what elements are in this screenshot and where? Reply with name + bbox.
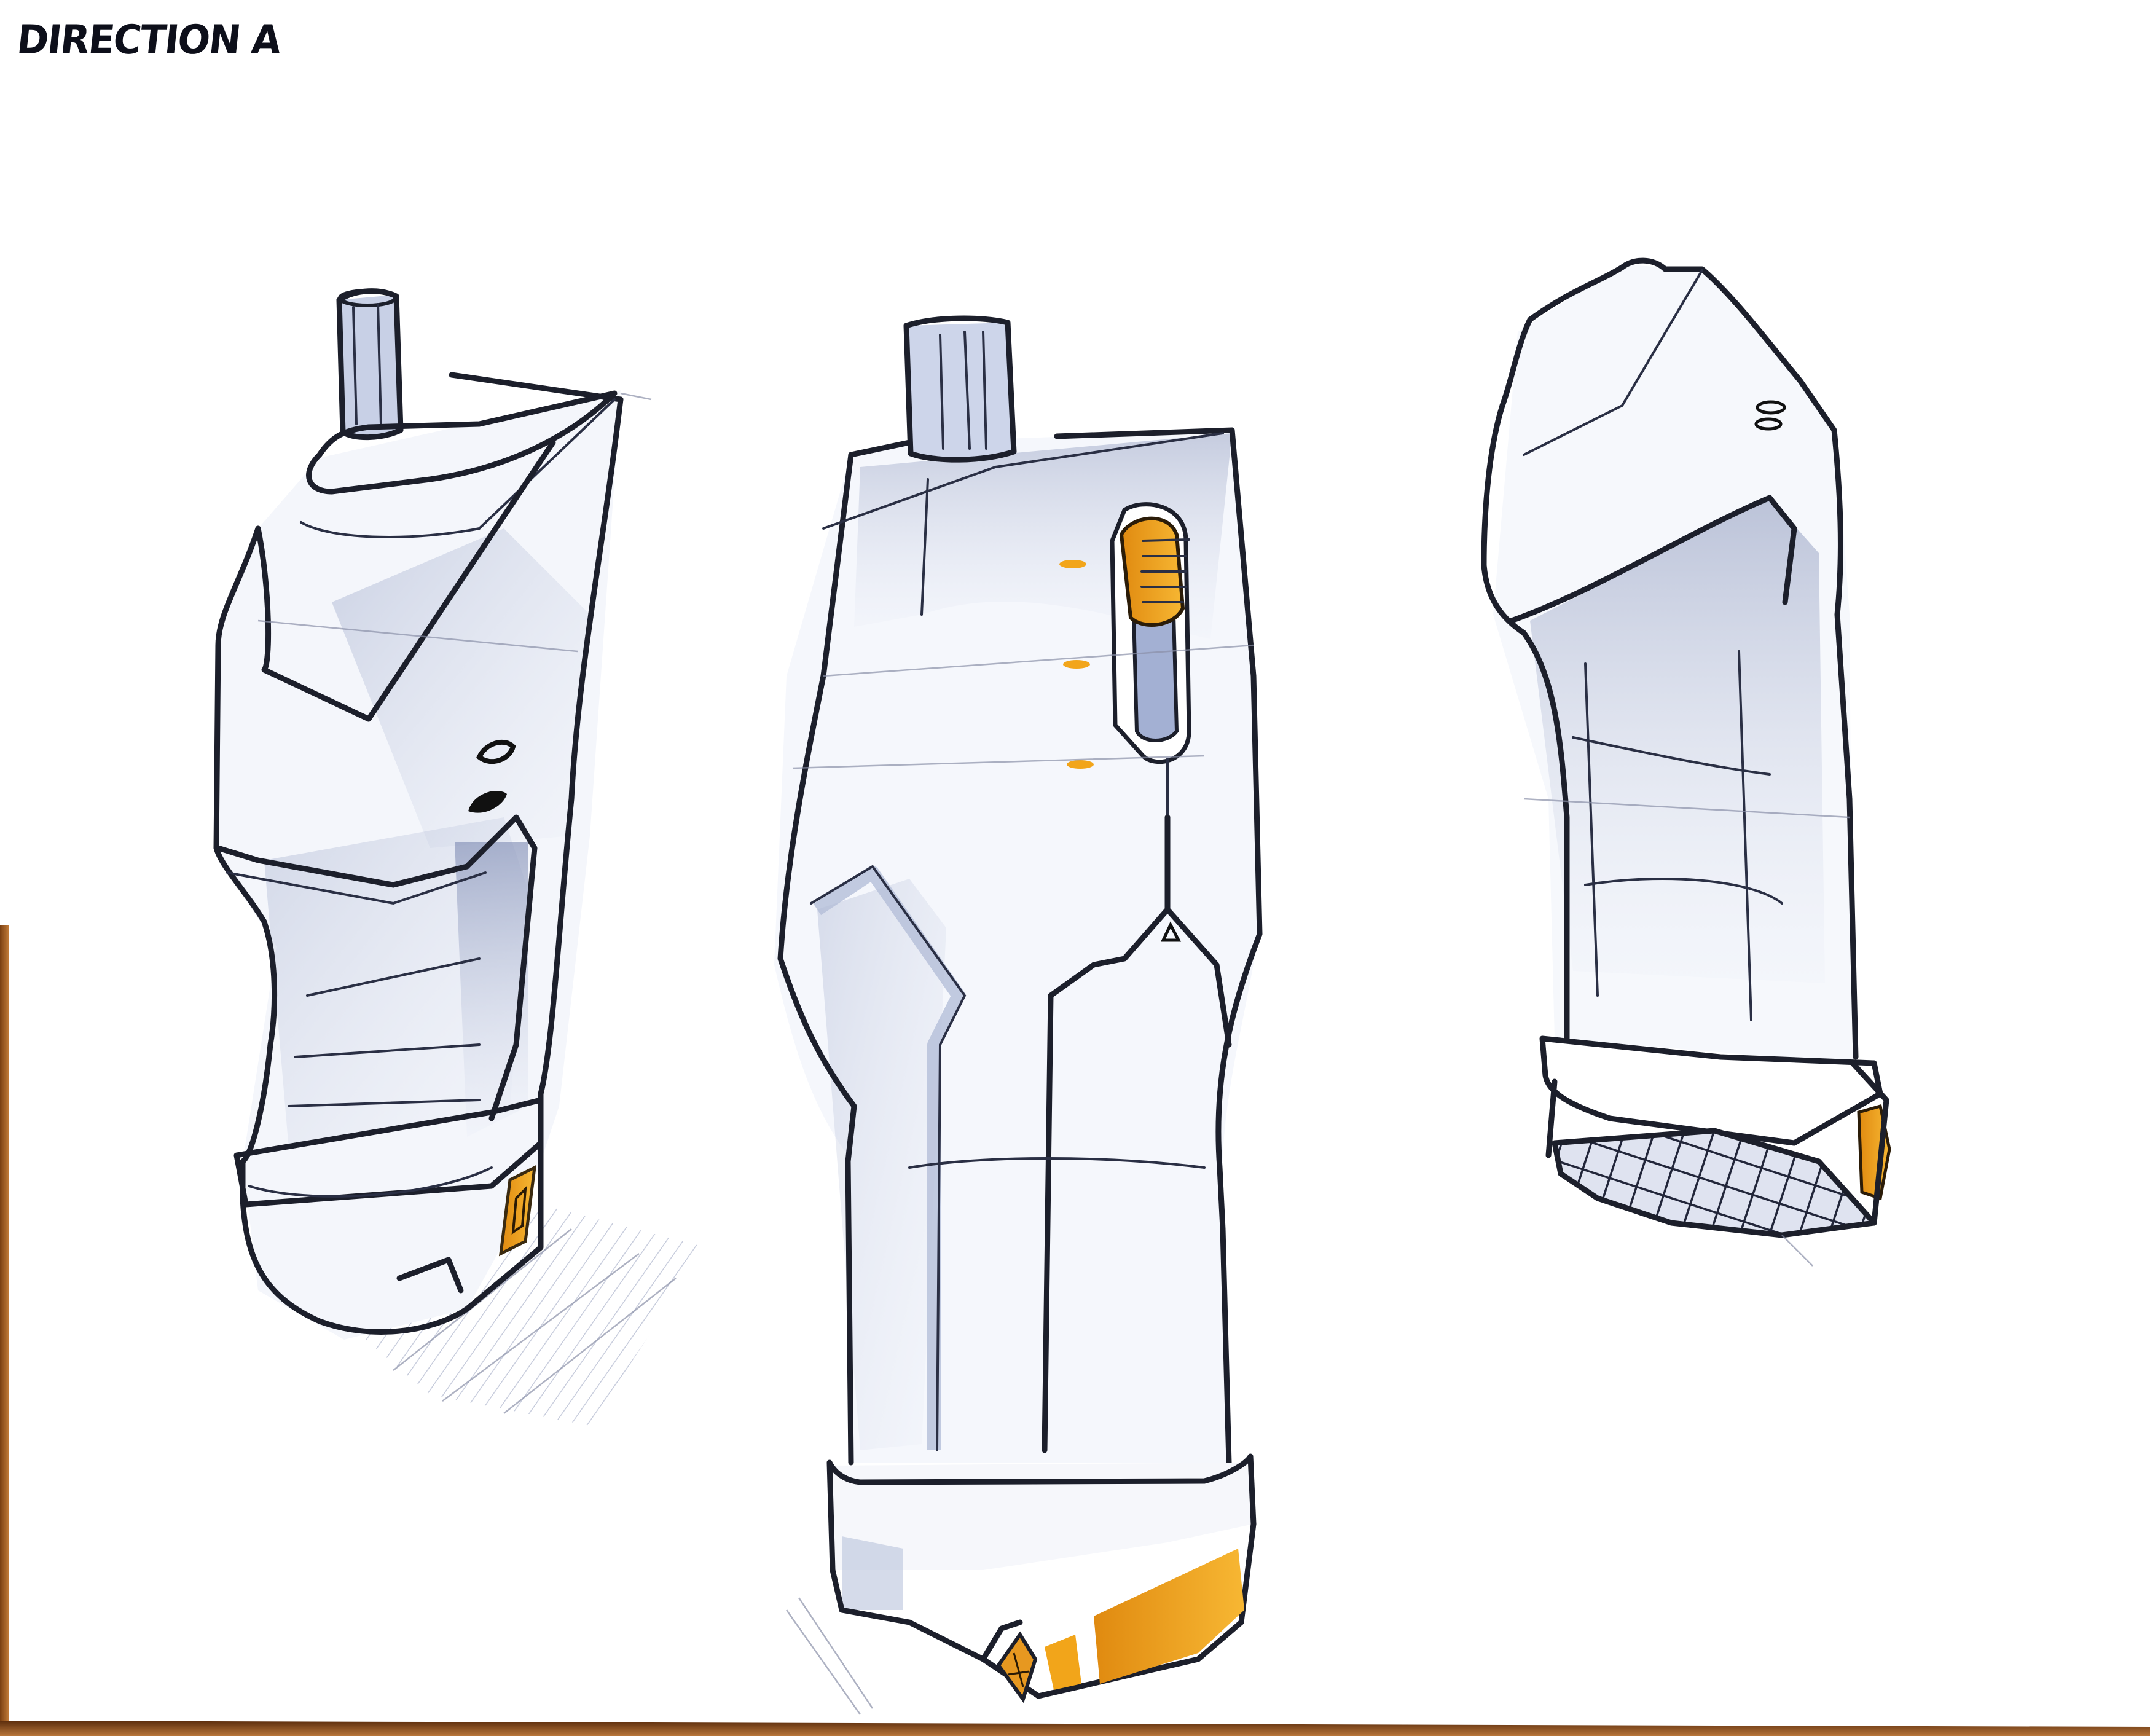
slider-control — [1110, 502, 1191, 819]
side-buttons — [1754, 400, 1786, 431]
gridded-sole — [1552, 1128, 1877, 1238]
view-left — [213, 288, 707, 1426]
construction-lines — [257, 392, 1850, 819]
orange-base-band — [1045, 1549, 1244, 1690]
view-center — [774, 315, 1263, 1715]
orange-logo-tab — [498, 1165, 537, 1257]
logo-badge — [996, 1631, 1038, 1703]
indicator-dots — [1059, 560, 1094, 769]
side-buttons — [468, 739, 516, 813]
view-right — [1481, 257, 1891, 1267]
table-edge — [0, 925, 2150, 1736]
nozzle-cap — [336, 288, 404, 441]
cast-shadow — [344, 1204, 707, 1426]
triangle-marker — [1161, 921, 1182, 942]
nozzle-cap — [903, 315, 1017, 463]
